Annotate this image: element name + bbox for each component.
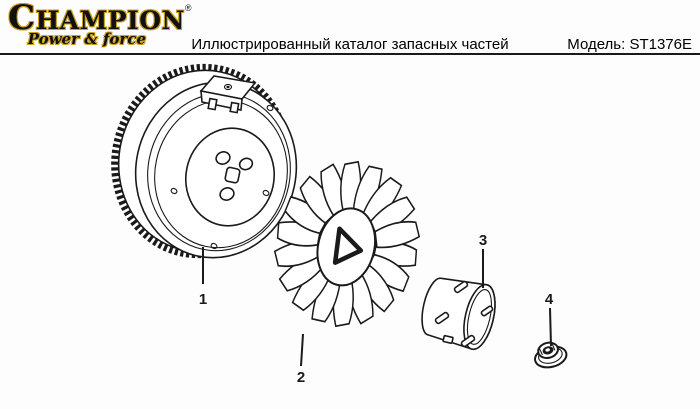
flange-nut-drawing	[534, 341, 568, 369]
part-label-flywheel: 1	[199, 291, 207, 308]
catalog-title: Иллюстрированный каталог запасных частей	[191, 36, 509, 53]
flywheel-drawing	[111, 63, 298, 259]
cooling-fan-drawing	[273, 160, 421, 328]
champion-logo-brand-row: CHAMPION®	[8, 3, 192, 36]
header-divider	[0, 53, 700, 55]
model-label: Модель: ST1376E	[567, 36, 692, 53]
part-2-leader-line	[300, 333, 304, 367]
flywheel-rim-holes	[170, 104, 274, 250]
flywheel-hub-holes	[215, 151, 254, 201]
champion-logo: CHAMPION® Power & force	[8, 3, 192, 48]
flywheel-hub-recess	[184, 127, 276, 227]
cup-front-rim	[463, 283, 496, 351]
flywheel-magnet-block	[199, 75, 257, 114]
part-label-cooling-fan: 2	[297, 369, 305, 386]
fan-center-triangle-hole	[332, 226, 364, 265]
champion-logo-brand: CHAMPION	[8, 0, 185, 38]
cup-vent-slots	[434, 280, 494, 348]
part-label-flange-nut: 4	[545, 291, 554, 308]
part-label-starter-cup: 3	[479, 232, 487, 249]
part-4-leader-line	[549, 307, 552, 347]
champion-logo-tagline: Power & force	[27, 30, 146, 48]
registered-trademark-icon: ®	[184, 3, 192, 13]
starter-cup-drawing	[421, 277, 496, 351]
